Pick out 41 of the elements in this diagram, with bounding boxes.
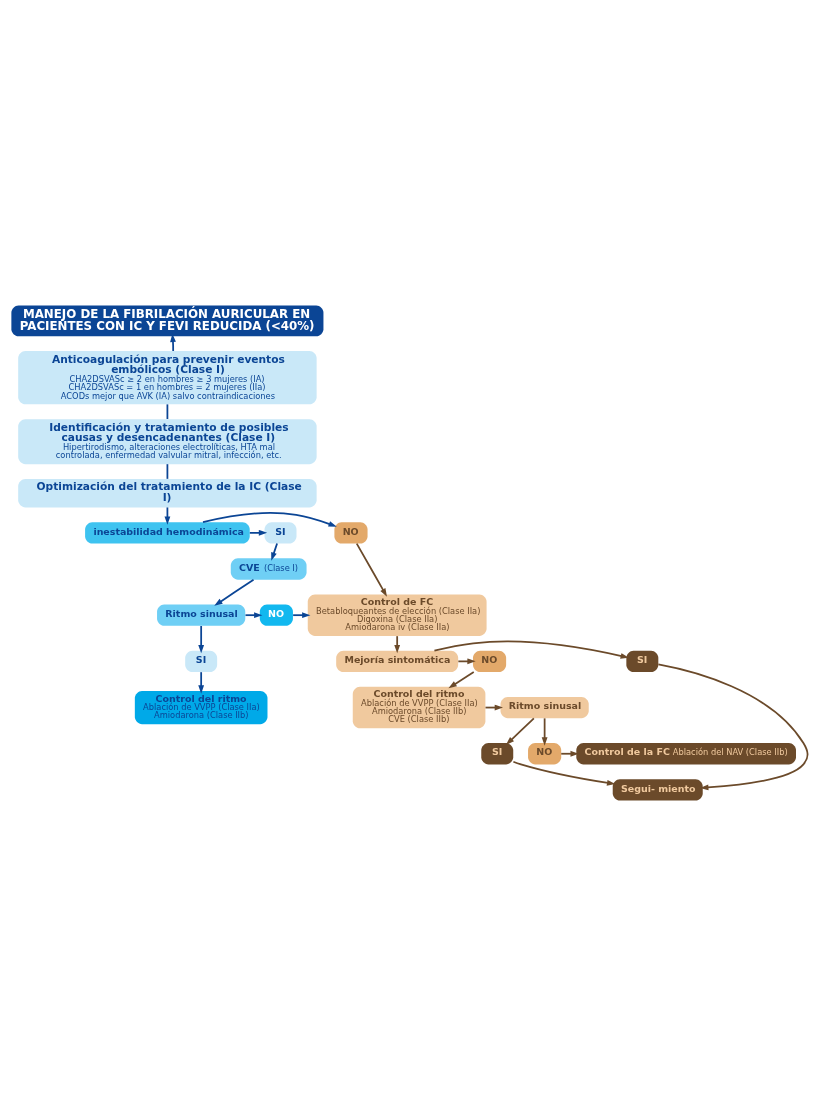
arrow [248, 529, 267, 536]
node-box: NO [527, 742, 561, 764]
arrow [505, 716, 535, 745]
node-box: MANEJO DE LA FIBRILACIÓN AURICULAR EN PACIENTES CON IC Y FEVI REDUCIDA (<40%) [10, 304, 323, 336]
node-box: Control de la FC Ablación del NAV (Clase IIb) [575, 742, 796, 764]
node-box: Identificación y tratamiento de posibles causas y desencadenantes (Clase I) Hipertirodismo, alteraciones electrolíticas, HTA mal controlada, enfermedad valvular mitral, infección, etc. [17, 418, 317, 464]
arrow [512, 760, 615, 786]
arrow [447, 670, 475, 688]
arrow [169, 333, 176, 352]
node-box: NO [259, 604, 293, 626]
arrow [541, 716, 548, 746]
node-box: CVE (Clase I) [230, 557, 307, 580]
node-box: Mejoría sintomática [335, 650, 458, 672]
node-box: SI [264, 521, 296, 544]
arrow [197, 670, 204, 694]
arrow [201, 511, 337, 527]
arrow [559, 750, 579, 757]
arrow [393, 634, 400, 653]
arrow [433, 640, 629, 659]
arrow [355, 542, 387, 597]
arrow [197, 624, 204, 653]
node-box: SI [184, 650, 217, 672]
node-box: Anticoagulación para prevenir eventos embólicos (Clase I) CHA2DSVASc ≥ 2 en hombres ≥ 3 mujeres (IA) CHA2DSVASc = 1 en hombres = 2 mujeres (IIa) ACODs mejor que AVK (IA) salvo contraindicaciones [17, 350, 317, 404]
node-box: NO [472, 650, 506, 672]
node-box: Control de FC Betabloqueantes de elección (Clase IIa) Digoxina (Clase IIa) Amiodarona iv (Clase IIa) [307, 593, 487, 636]
node-box: inestabilidad hemodinámica [84, 521, 250, 544]
arrow [244, 611, 262, 618]
node-box: NO [333, 521, 368, 544]
node-box: Optimización del tratamiento de la IC (Clase I) [17, 478, 317, 507]
node-box: Control del ritmo Ablación de VVPP (Clase IIa) Amiodarona (Clase IIb) CVE (Clase IIb) [352, 686, 485, 728]
node-box: Ritmo sinusal [156, 604, 245, 626]
arrow [456, 657, 476, 664]
node-box: SI [625, 650, 658, 672]
arrow [213, 578, 254, 606]
arrow [270, 542, 278, 561]
node-box: SI [480, 742, 513, 764]
arrow [291, 611, 310, 618]
node-box: Segui- miento [612, 778, 703, 801]
node-box: Ritmo sinusal [500, 696, 589, 718]
arrow [657, 663, 808, 790]
node-box: Control del ritmo Ablación de VVPP (Clase IIa) Amiodarona (Clase IIb) [134, 690, 267, 724]
